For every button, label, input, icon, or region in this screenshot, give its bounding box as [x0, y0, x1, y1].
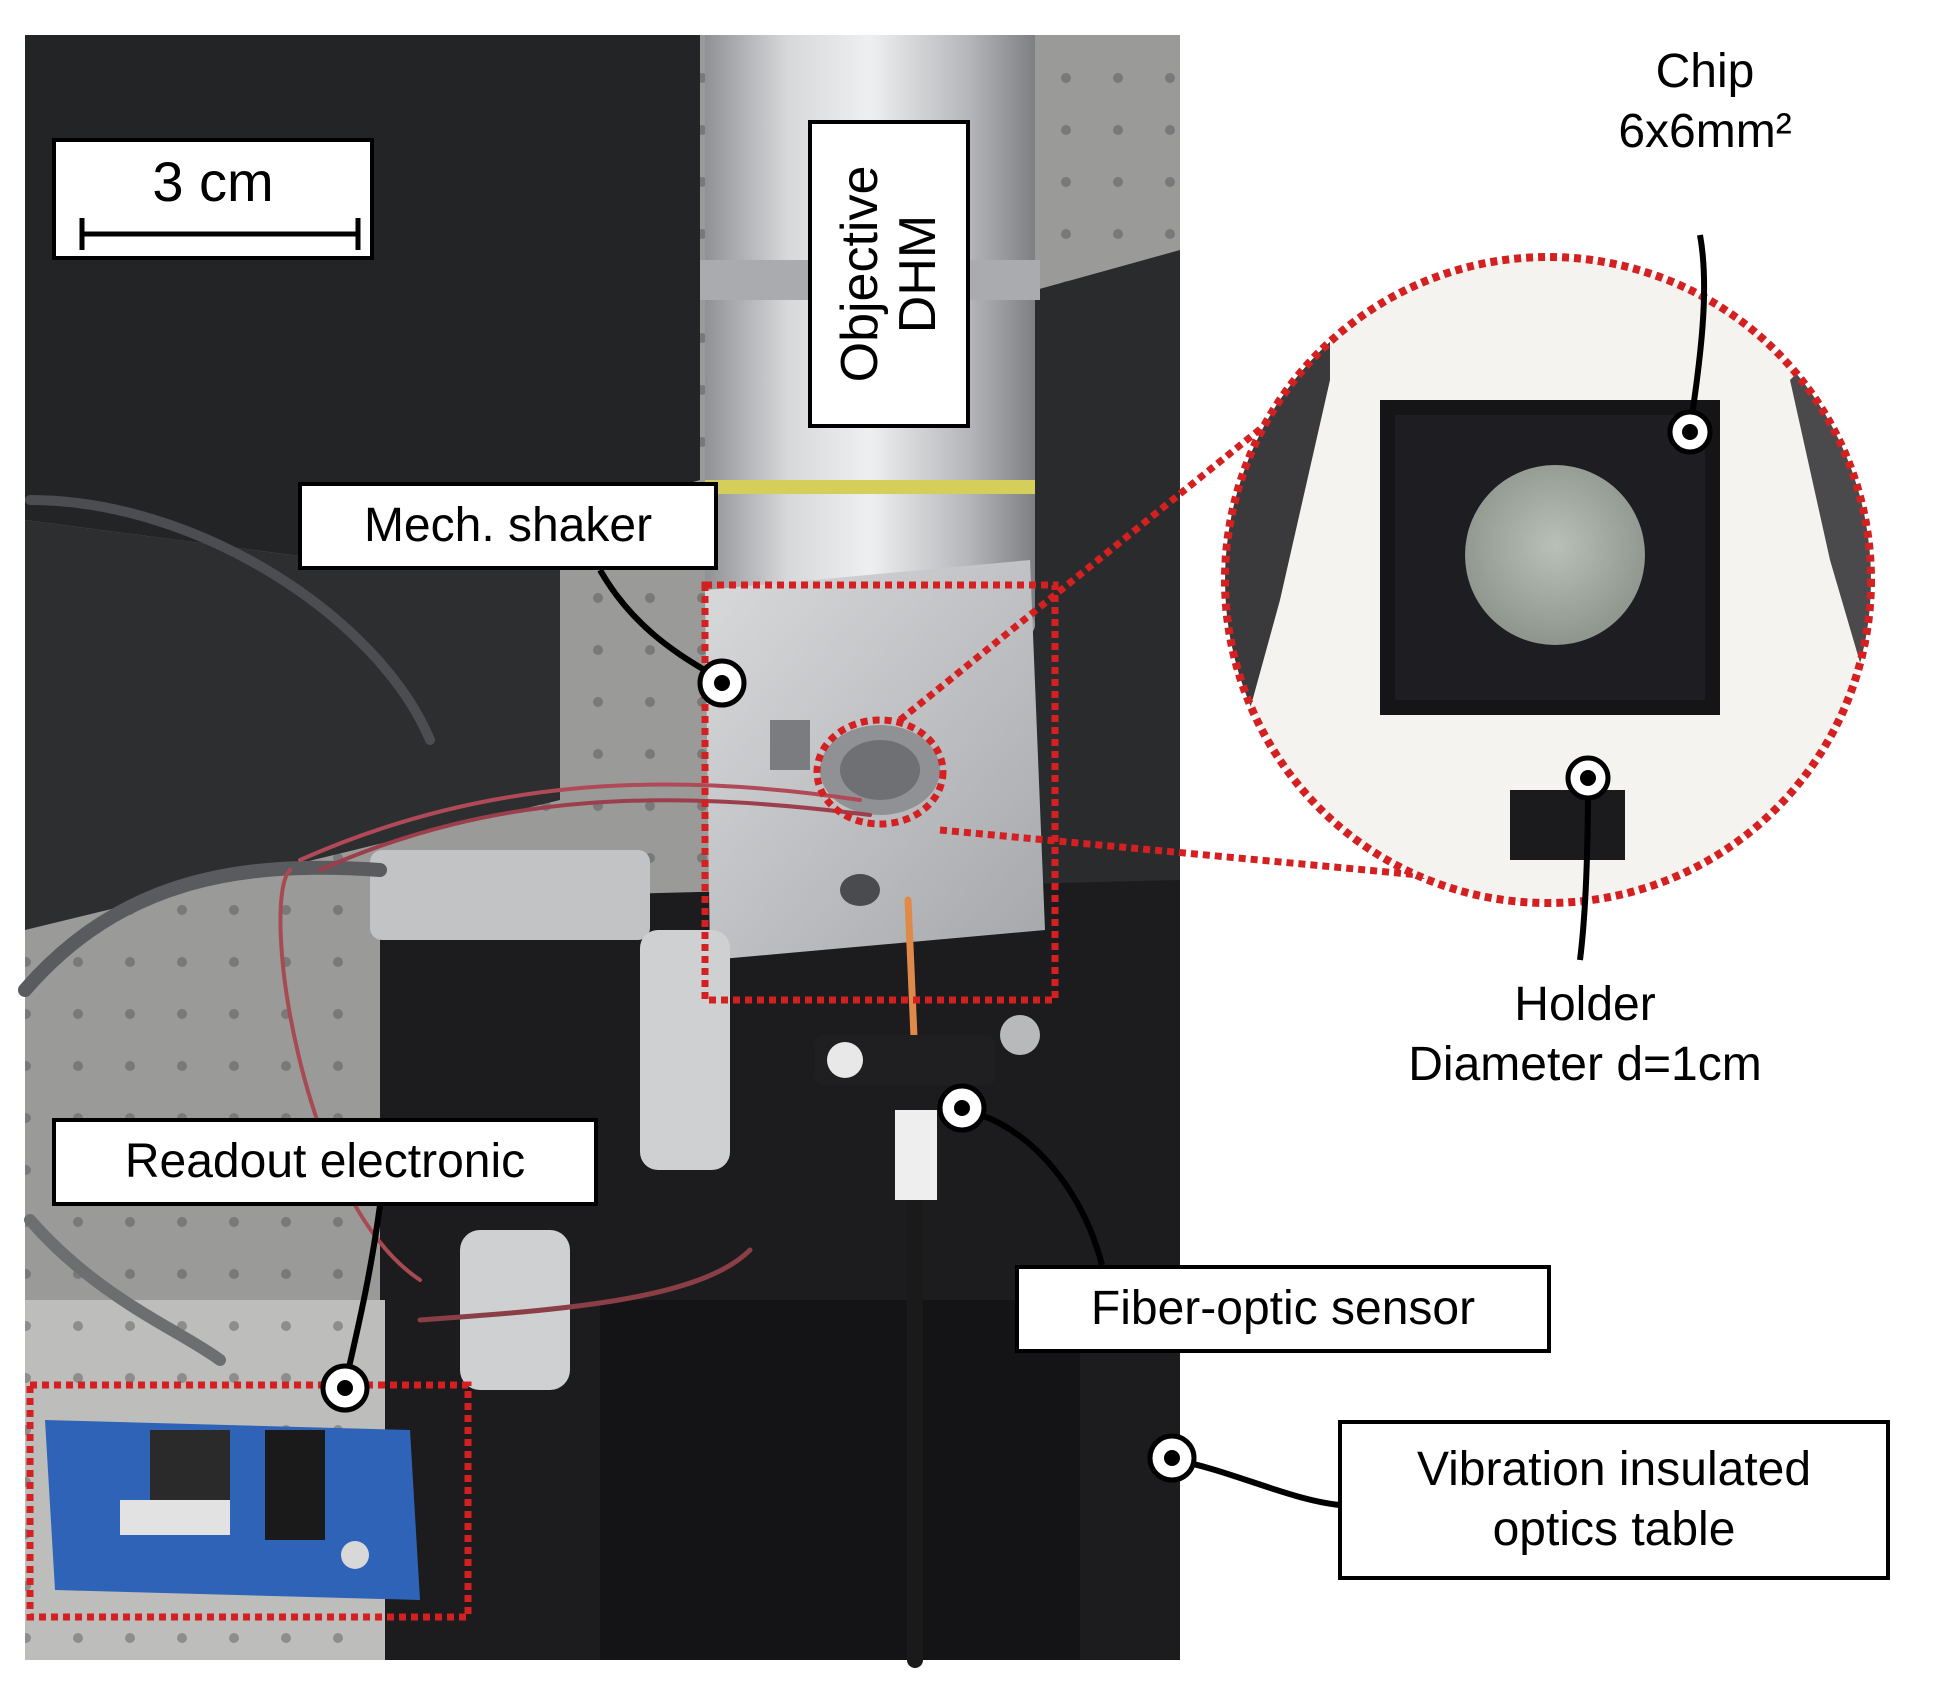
optics-table-label: Vibration insulated optics table	[1338, 1420, 1890, 1580]
objective-dhm-text: Objective DHM	[831, 166, 947, 383]
leader-chip	[1687, 234, 1708, 431]
cables	[18, 495, 923, 1668]
objective-line2: DHM	[889, 214, 947, 334]
objective-dhm-label: Objective DHM	[808, 120, 970, 428]
scale-bar: 3 cm	[52, 138, 374, 260]
holder-label-line1: Holder	[1514, 978, 1656, 1031]
optics-table-line1: Vibration insulated	[1416, 1443, 1812, 1496]
fiber-optic-sensor-label: Fiber-optic sensor	[1015, 1265, 1551, 1353]
highlight-box-readout	[26, 1381, 472, 1621]
chip-label-line1: Chip	[1655, 45, 1755, 98]
holder-label: Holder Diameter d=1cm	[1355, 975, 1815, 1095]
mech-shaker-label: Mech. shaker	[298, 482, 718, 570]
scale-bar-line	[79, 218, 361, 250]
chip-inset-border	[1221, 253, 1875, 907]
scale-bar-label: 3 cm	[152, 150, 274, 213]
leader-optics-table	[1174, 1457, 1341, 1508]
fiber-clamp	[815, 1015, 1040, 1200]
holder-block	[705, 560, 1045, 960]
objective-line1: Objective	[830, 165, 889, 383]
highlight-box-holder	[701, 581, 1059, 1004]
readout-board	[45, 1420, 420, 1600]
chip-inset	[1225, 257, 1871, 903]
holder-label-line2: Diameter d=1cm	[1408, 1038, 1762, 1091]
chip-label: Chip 6x6mm²	[1555, 42, 1855, 162]
leader-holder	[1577, 779, 1591, 961]
highlight-circle-chip	[813, 716, 947, 828]
micrometer	[370, 850, 730, 1390]
chip-label-line2: 6x6mm²	[1618, 105, 1792, 158]
readout-electronic-label: Readout electronic	[52, 1118, 598, 1206]
optics-table-line2: optics table	[1492, 1503, 1736, 1556]
